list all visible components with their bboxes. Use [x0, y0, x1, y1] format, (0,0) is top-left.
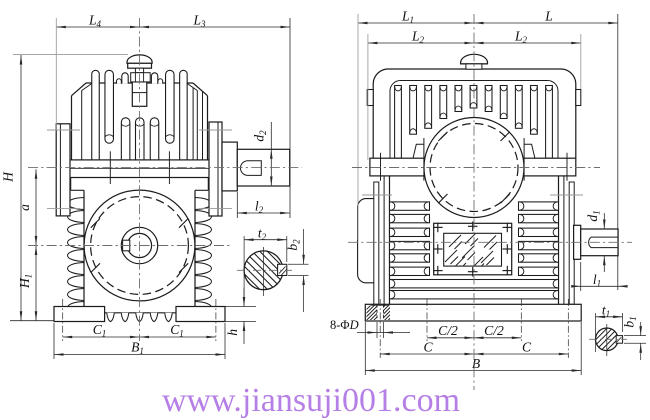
svg-text:L: L	[544, 8, 553, 23]
svg-text:a: a	[17, 204, 32, 211]
svg-text:d1: d1	[585, 210, 602, 221]
svg-text:l2: l2	[255, 199, 264, 216]
svg-text:l1: l1	[593, 272, 601, 289]
svg-text:b2: b2	[285, 239, 302, 251]
svg-text:C: C	[423, 339, 433, 354]
svg-text:d2: d2	[252, 130, 269, 142]
svg-text:b1: b1	[622, 316, 639, 327]
svg-text:C: C	[522, 339, 532, 354]
svg-text:C/2: C/2	[438, 323, 458, 338]
svg-text:B: B	[472, 356, 480, 371]
svg-text:H: H	[1, 171, 16, 183]
svg-text:t1: t1	[602, 302, 610, 319]
svg-text:C/2: C/2	[484, 323, 504, 338]
svg-text:t2: t2	[258, 225, 267, 242]
svg-text:8-ΦD: 8-ΦD	[330, 318, 359, 332]
svg-text:www.jiansuji001.com: www.jiansuji001.com	[162, 382, 460, 419]
svg-text:h: h	[225, 329, 240, 336]
